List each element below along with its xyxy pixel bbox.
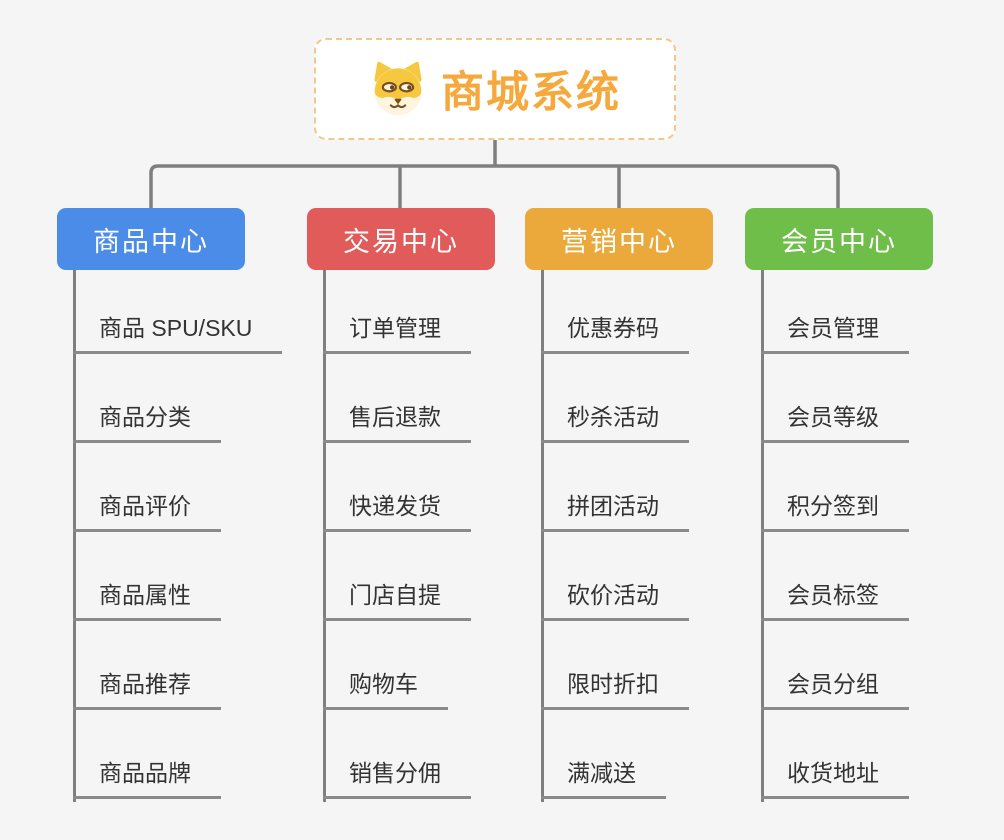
leaf-node[interactable]: 商品属性 [73, 576, 221, 621]
branch-node-product-center[interactable]: 商品中心 [57, 208, 245, 270]
leaf-node[interactable]: 订单管理 [323, 309, 471, 354]
root-node-title: 商城系统 [441, 69, 621, 117]
leaf-node[interactable]: 购物车 [323, 665, 448, 710]
leaf-node[interactable]: 拼团活动 [541, 487, 689, 532]
branch-items-trade-center: 订单管理 售后退款 快递发货 门店自提 购物车 销售分佣 [323, 270, 471, 799]
leaf-node[interactable]: 会员等级 [761, 398, 909, 443]
leaf-node[interactable]: 商品分类 [73, 398, 221, 443]
leaf-node[interactable]: 会员管理 [761, 309, 909, 354]
leaf-node[interactable]: 会员标签 [761, 576, 909, 621]
leaf-node[interactable]: 商品评价 [73, 487, 221, 532]
leaf-node[interactable]: 商品品牌 [73, 754, 221, 799]
leaf-node[interactable]: 限时折扣 [541, 665, 689, 710]
leaf-node[interactable]: 优惠券码 [541, 309, 689, 354]
leaf-node[interactable]: 会员分组 [761, 665, 909, 710]
branch-trade-center: 交易中心 订单管理 售后退款 快递发货 门店自提 购物车 销售分佣 [307, 208, 547, 802]
leaf-node[interactable]: 售后退款 [323, 398, 471, 443]
leaf-node[interactable]: 收货地址 [761, 754, 909, 799]
leaf-node[interactable]: 商品 SPU/SKU [73, 309, 283, 354]
branch-trunk-line [323, 270, 326, 802]
leaf-node[interactable]: 满减送 [541, 754, 666, 799]
leaf-node[interactable]: 砍价活动 [541, 576, 689, 621]
leaf-node[interactable]: 门店自提 [323, 576, 471, 621]
branch-trunk-line [541, 270, 544, 802]
branch-trunk-line [761, 270, 764, 802]
leaf-node[interactable]: 秒杀活动 [541, 398, 689, 443]
leaf-node[interactable]: 快递发货 [323, 487, 471, 532]
branch-member-center: 会员中心 会员管理 会员等级 积分签到 会员标签 会员分组 收货地址 [745, 208, 985, 802]
branch-node-trade-center[interactable]: 交易中心 [307, 208, 495, 270]
branch-node-marketing-center[interactable]: 营销中心 [525, 208, 713, 270]
leaf-node[interactable]: 积分签到 [761, 487, 909, 532]
branch-product-center: 商品中心 商品 SPU/SKU 商品分类 商品评价 商品属性 商品推荐 商品品牌 [57, 208, 297, 802]
root-node[interactable]: 商城系统 [314, 38, 676, 140]
shiba-dog-icon [374, 61, 422, 116]
leaf-node[interactable]: 销售分佣 [323, 754, 471, 799]
leaf-node[interactable]: 商品推荐 [73, 665, 221, 710]
branch-items-marketing-center: 优惠券码 秒杀活动 拼团活动 砍价活动 限时折扣 满减送 [541, 270, 689, 799]
branch-node-member-center[interactable]: 会员中心 [745, 208, 933, 270]
branch-trunk-line [73, 270, 76, 802]
branch-marketing-center: 营销中心 优惠券码 秒杀活动 拼团活动 砍价活动 限时折扣 满减送 [525, 208, 765, 802]
branch-items-product-center: 商品 SPU/SKU 商品分类 商品评价 商品属性 商品推荐 商品品牌 [73, 270, 283, 799]
branch-items-member-center: 会员管理 会员等级 积分签到 会员标签 会员分组 收货地址 [761, 270, 909, 799]
